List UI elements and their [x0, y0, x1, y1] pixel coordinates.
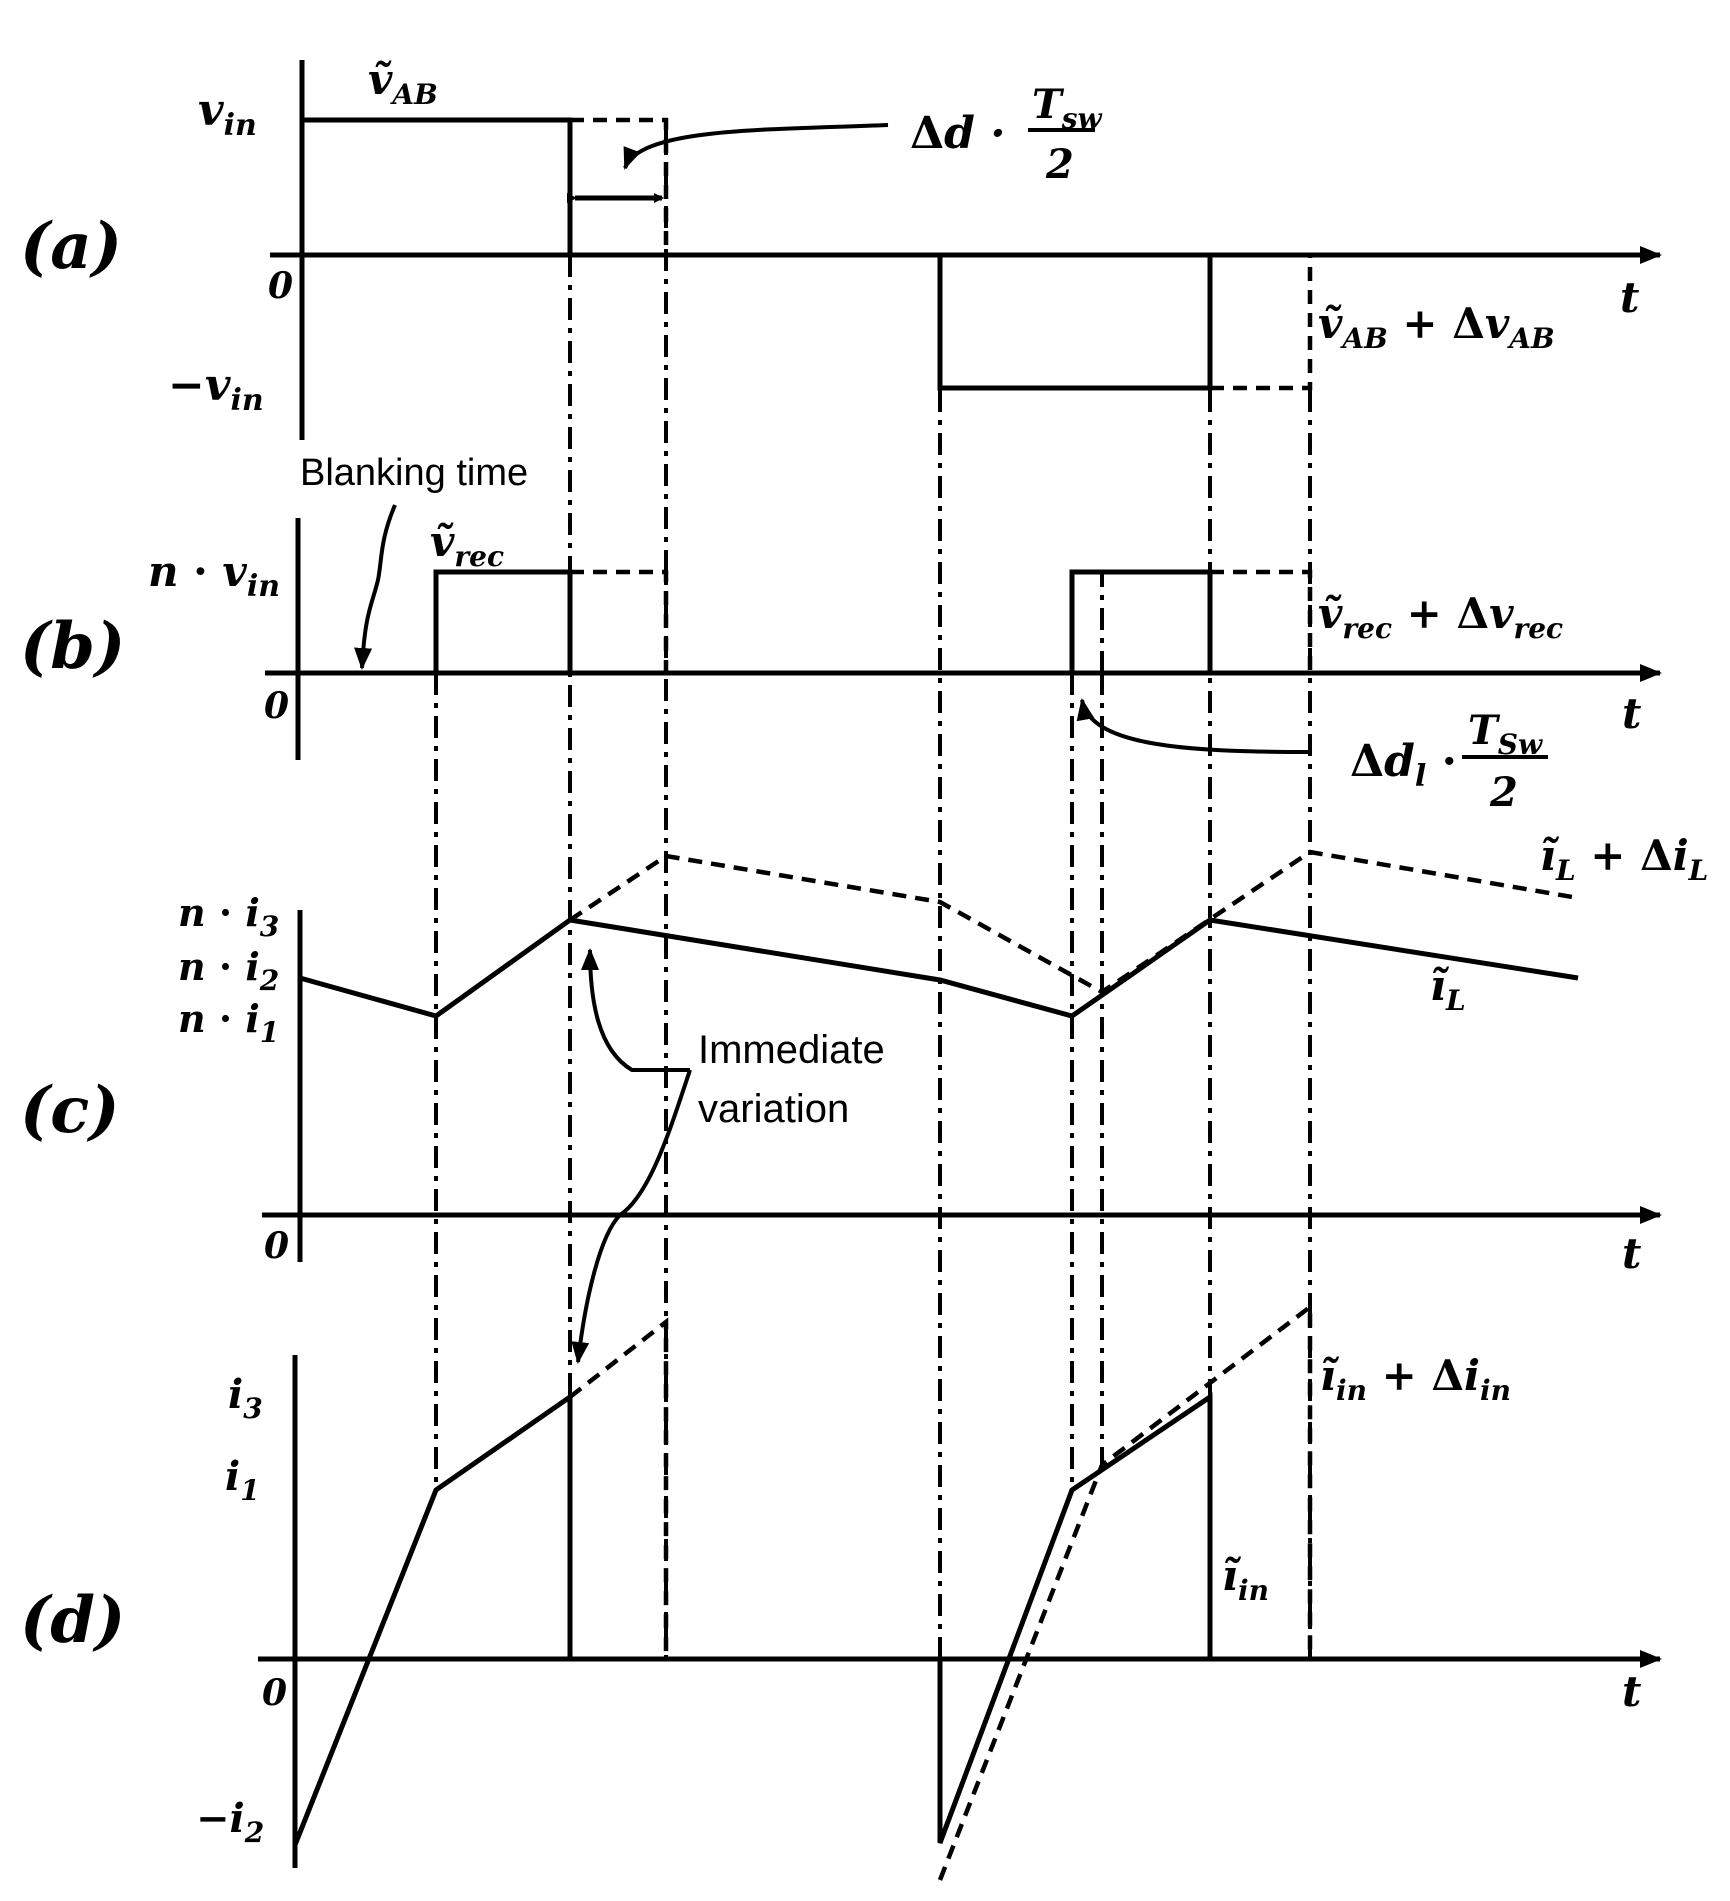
y-labels-a: vin 0 −vin	[168, 85, 293, 418]
curve-label-iin: ĩin	[1222, 1551, 1269, 1607]
t-label-c: t	[1622, 1229, 1641, 1278]
svg-text:vin: vin	[198, 85, 257, 143]
annotation-delta-dl: Δdl · TSw 2	[1350, 707, 1548, 816]
y-labels-b: n · vin 0	[148, 547, 289, 727]
t-label-b: t	[1622, 689, 1641, 738]
svg-text:0: 0	[262, 1672, 287, 1714]
immediate-variation-pointer-up	[581, 948, 690, 1072]
waveform-vrec-dashed	[570, 569, 1313, 673]
svg-text:0: 0	[268, 265, 293, 307]
svg-text:−i2: −i2	[196, 1795, 264, 1849]
y-labels-d: i3 i1 0 −i2	[196, 1371, 287, 1849]
svg-text:n · i1: n · i1	[178, 996, 279, 1049]
panel-tag-d: (d)	[20, 1583, 125, 1658]
waveform-iin-dashed	[568, 1302, 1313, 1881]
svg-text:TSw: TSw	[1468, 707, 1543, 761]
axes-a	[270, 60, 1662, 440]
curve-label-vrec-dashed: ṽrec + Δvrec	[1318, 589, 1563, 645]
svg-text:n · i3: n · i3	[178, 890, 279, 943]
panel-tag-b: (b)	[20, 609, 125, 684]
blanking-time-label: Blanking time	[300, 452, 528, 494]
curve-label-vab-dashed: ṽAB + ΔvAB	[1318, 299, 1555, 355]
curve-label-vab: ṽAB	[368, 55, 438, 111]
axes-d	[258, 1355, 1662, 1868]
axes-b	[265, 518, 1662, 760]
t-label-d: t	[1622, 1667, 1641, 1716]
t-label-a: t	[1620, 273, 1639, 322]
immediate-variation-line1: Immediate	[698, 1028, 885, 1072]
svg-text:i3: i3	[228, 1371, 263, 1425]
svg-text:i1: i1	[225, 1453, 260, 1507]
svg-text:n · vin: n · vin	[148, 547, 280, 604]
waveform-iin-solid	[292, 1392, 1213, 1846]
axes-c	[262, 910, 1662, 1262]
curve-label-il-dashed: ĩL + ΔiL	[1540, 831, 1708, 887]
y-labels-c: n · i3 n · i2 n · i1 0	[178, 890, 289, 1267]
blanking-time-pointer	[354, 504, 397, 670]
curve-label-il: ĩL	[1430, 961, 1466, 1017]
waveform-il-solid	[299, 917, 1579, 1019]
curve-label-vrec: ṽrec	[430, 517, 504, 573]
svg-text:Δdl ·: Δdl ·	[1350, 736, 1457, 794]
immediate-variation-pointer-down	[571, 1069, 692, 1364]
annotation-pointer-a	[623, 123, 889, 170]
waveform-vab-dashed	[570, 117, 1313, 391]
svg-text:2: 2	[1489, 769, 1518, 816]
waveform-vrec-solid	[433, 569, 1213, 673]
waveform-il-dashed	[568, 849, 1579, 995]
annotation-pointer-b	[1076, 698, 1311, 754]
svg-text:Tsw: Tsw	[1032, 81, 1103, 135]
panel-tag-c: (c)	[20, 1073, 120, 1148]
annotation-delta-d: Δd · Tsw 2	[910, 81, 1103, 188]
svg-text:0: 0	[264, 685, 289, 727]
svg-text:n · i2: n · i2	[178, 944, 279, 997]
svg-text:Δd ·: Δd ·	[910, 108, 1006, 159]
svg-text:−vin: −vin	[168, 360, 264, 418]
svg-text:2: 2	[1045, 141, 1074, 188]
svg-text:0: 0	[264, 1225, 289, 1267]
curve-label-iin-dashed: ĩin + Δiin	[1320, 1351, 1511, 1407]
panel-tag-a: (a)	[20, 209, 122, 284]
immediate-variation-line2: variation	[698, 1087, 849, 1131]
